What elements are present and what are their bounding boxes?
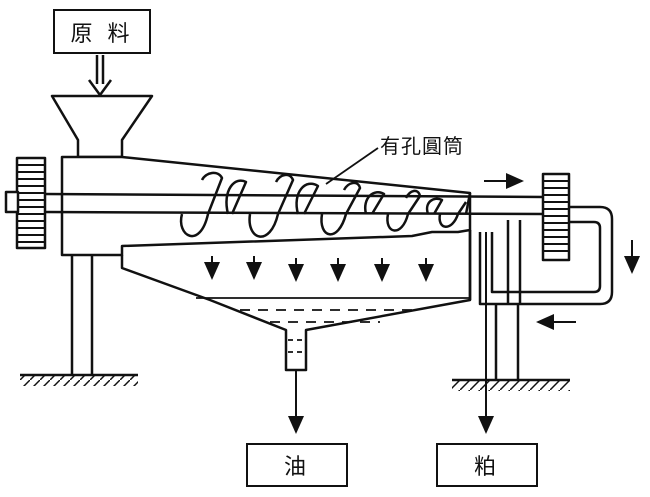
screw-flights [179,171,468,238]
raw-material-label: 原 料 [70,21,134,47]
oil-label: 油 [283,455,310,480]
cake-label: 粕 [473,455,500,480]
perforated-drum-label: 有孔圓筒 [380,134,464,158]
oil-box: 油 [246,443,348,487]
oil-drip-arrows [204,256,434,282]
main-shaft [44,192,546,216]
right-support [494,304,520,380]
right-gear-icon [541,172,571,262]
press-housing [60,155,472,257]
cake-box: 粕 [436,443,538,487]
oil-collector-cone [120,230,472,372]
feed-arrow [87,55,113,97]
return-loop [478,205,614,306]
ground-left [20,373,138,386]
oil-surface [196,297,470,353]
ground-right [452,378,570,391]
left-gear-icon [4,156,47,250]
raw-material-box: 原 料 [53,9,151,54]
left-support [70,255,94,375]
feed-hopper [50,94,154,159]
drum-leader-line [325,147,379,185]
